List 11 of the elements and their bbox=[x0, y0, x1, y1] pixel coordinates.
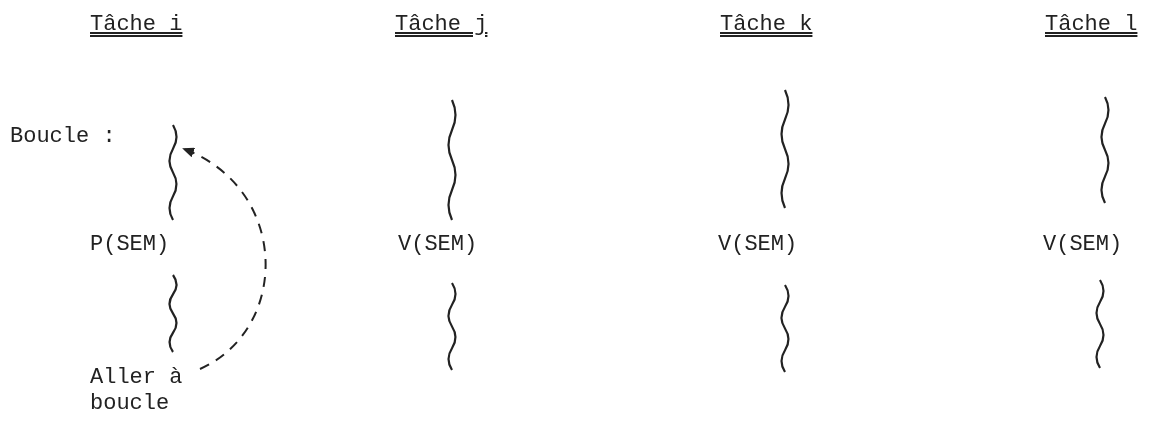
loop-label: Boucle : bbox=[10, 124, 116, 150]
operation-label: V(SEM) bbox=[1043, 232, 1123, 258]
task-heading: Tâche i bbox=[90, 12, 183, 38]
operation-label: V(SEM) bbox=[398, 232, 478, 258]
operation-label: P(SEM) bbox=[90, 232, 170, 258]
task-heading: Tâche k bbox=[720, 12, 813, 38]
dashed-arrow bbox=[182, 148, 267, 370]
task-heading: Tâche j bbox=[395, 12, 488, 38]
task-heading: Tâche l bbox=[1045, 12, 1138, 38]
operation-label: V(SEM) bbox=[718, 232, 798, 258]
jump-label: Aller à boucle bbox=[90, 365, 200, 417]
